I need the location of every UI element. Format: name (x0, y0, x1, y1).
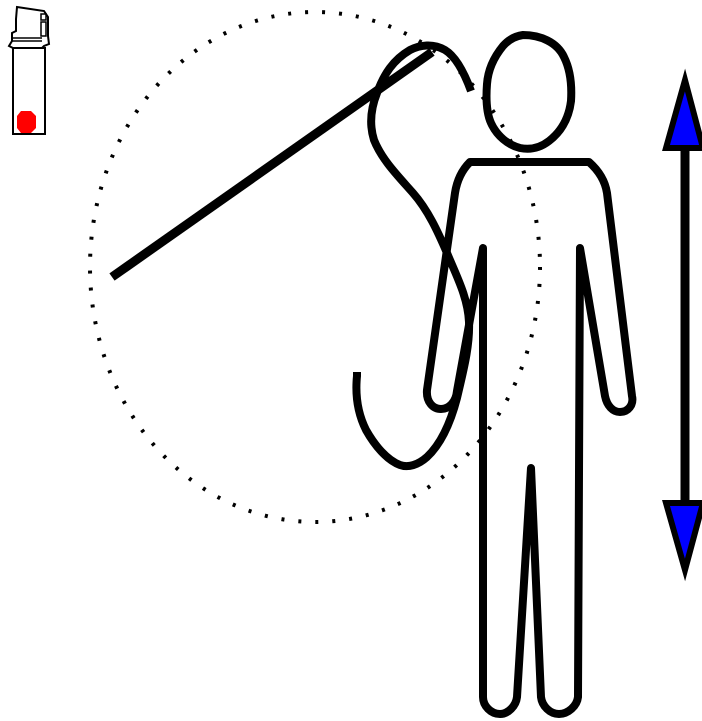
height-arrow-head-bottom (666, 503, 702, 570)
double-headed-vertical-arrow-icon (666, 80, 702, 570)
spray-can-label-dot (17, 111, 36, 133)
standing-person-icon (427, 35, 632, 714)
height-arrow-head-top (666, 80, 702, 148)
person-head (486, 35, 571, 149)
pepper-spray-can-icon (9, 7, 49, 134)
person-body (427, 162, 632, 714)
spray-nozzle-cap (9, 7, 49, 48)
